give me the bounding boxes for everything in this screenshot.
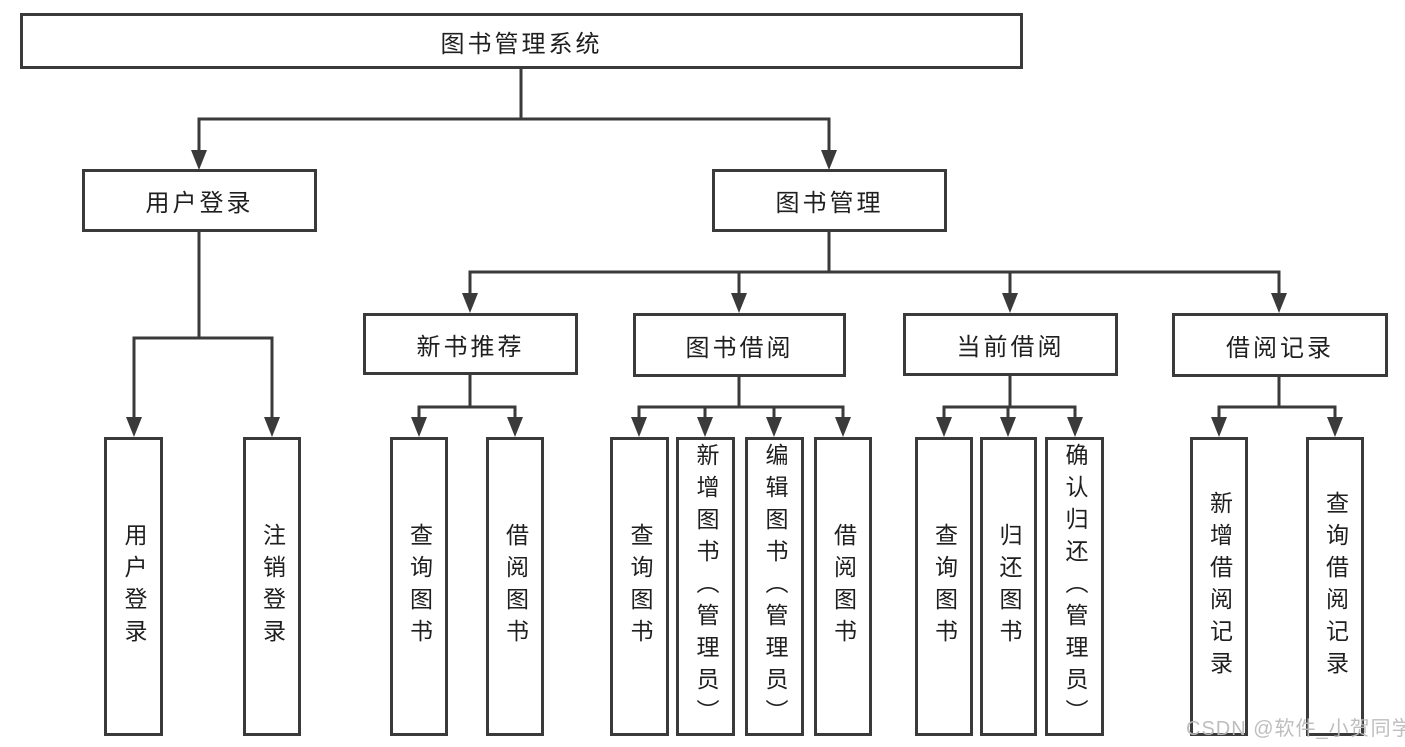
node-leaf-borrow-books-1: 借阅图书 (486, 437, 544, 736)
node-leaf-add-books-admin: 新增图书（管理员） (676, 437, 735, 736)
node-new-book-recommendation: 新书推荐 (363, 313, 578, 375)
csdn-watermark: CSDN @软件_小贺同学 (1186, 718, 1405, 740)
node-leaf-return-books: 归还图书 (980, 437, 1037, 736)
node-leaf-confirm-return-admin: 确认归还（管理员） (1045, 437, 1104, 736)
node-label: 归还图书 (996, 522, 1022, 651)
node-label: 借阅图书 (502, 522, 529, 651)
node-label: 新增借阅记录 (1206, 490, 1233, 683)
node-label: 图书借阅 (685, 334, 794, 362)
node-leaf-query-books-1: 查询图书 (390, 437, 448, 736)
node-label: 编辑图书（管理员） (762, 442, 788, 731)
tree-connector-segments (132, 69, 1337, 421)
node-leaf-user-login: 用户登录 (104, 437, 163, 736)
node-leaf-add-borrow-record: 新增借阅记录 (1190, 437, 1248, 736)
node-book-management: 图书管理 (712, 169, 947, 232)
node-leaf-query-borrow-record: 查询借阅记录 (1306, 437, 1364, 736)
node-label: 查询图书 (627, 522, 653, 651)
node-leaf-query-books-3: 查询图书 (915, 437, 973, 736)
node-label: 借阅图书 (830, 522, 857, 651)
node-book-borrowing: 图书借阅 (633, 313, 846, 377)
node-label: 注销登录 (259, 522, 286, 651)
node-label: 查询图书 (931, 522, 958, 651)
node-label: 用户登录 (121, 522, 147, 651)
node-label: 新书推荐 (416, 333, 525, 361)
node-label: 确认归还（管理员） (1062, 442, 1088, 731)
node-label: 新增图书（管理员） (693, 442, 719, 731)
node-label: 用户登录 (145, 190, 254, 217)
node-label: 当前借阅 (956, 334, 1065, 361)
arrowheads (126, 150, 1343, 437)
node-user-login-branch: 用户登录 (82, 169, 317, 232)
node-label: 图书管理系统 (440, 30, 603, 58)
node-current-borrowing: 当前借阅 (903, 313, 1118, 376)
node-label: 查询图书 (406, 522, 433, 651)
node-leaf-edit-books-admin: 编辑图书（管理员） (745, 437, 804, 736)
node-borrowing-records: 借阅记录 (1172, 313, 1388, 377)
node-book-management-system: 图书管理系统 (20, 13, 1023, 69)
node-leaf-query-books-2: 查询图书 (610, 437, 669, 736)
node-label: 借阅记录 (1226, 334, 1334, 362)
node-label: 查询借阅记录 (1322, 490, 1349, 683)
node-leaf-logout: 注销登录 (243, 437, 301, 736)
node-leaf-borrow-books-2: 借阅图书 (814, 437, 872, 736)
node-label: 图书管理 (775, 190, 884, 217)
